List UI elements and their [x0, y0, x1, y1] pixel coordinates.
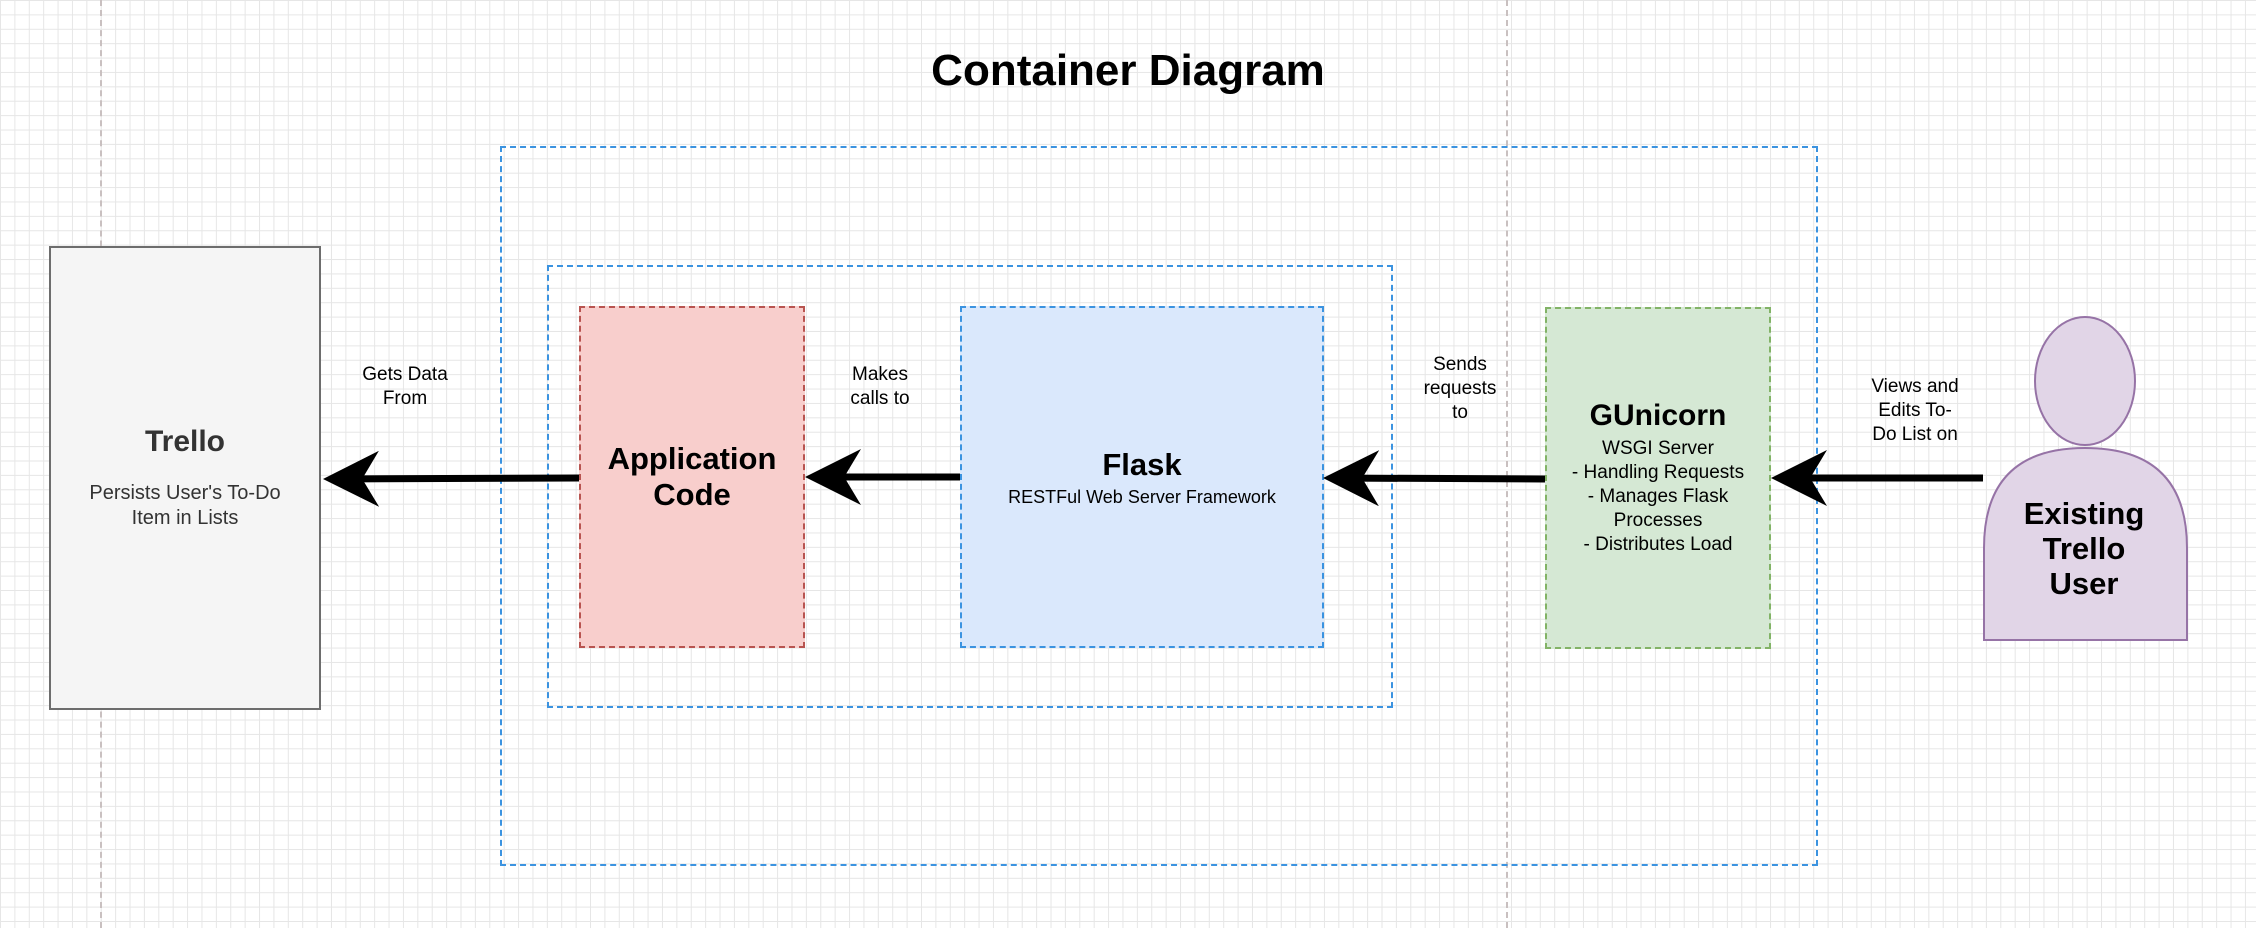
- application-code-container[interactable]: Application Code: [579, 306, 805, 648]
- gunicorn-description: WSGI Server - Handling Requests - Manage…: [1571, 438, 1745, 555]
- arrow-sends-requests-to[interactable]: [1323, 450, 1546, 507]
- label-gets-data-from: Gets Data From: [362, 364, 448, 409]
- application-code-name: Application Code: [607, 441, 777, 512]
- application-boundary[interactable]: [547, 265, 1393, 708]
- label-sends-requests-to: Sends requests to: [1423, 354, 1497, 423]
- user-name: Existing Trello User: [2023, 496, 2145, 601]
- system-boundary[interactable]: [500, 146, 1818, 866]
- trello-name: Trello: [144, 425, 226, 458]
- gunicorn-name: GUnicorn: [1589, 399, 1727, 432]
- arrow-gets-data-from[interactable]: [323, 450, 580, 507]
- label-views-and-edits: Views and Edits To- Do List on: [1871, 376, 1959, 445]
- user-person-shape[interactable]: [1983, 316, 2188, 641]
- flask-name: Flask: [1102, 446, 1182, 482]
- label-makes-calls-to: Makes calls to: [850, 364, 910, 409]
- page-guide-line: [1506, 0, 1508, 928]
- trello-description: Persists User's To-Do Item in Lists: [89, 482, 281, 529]
- flask-description: RESTFul Web Server Framework: [1008, 486, 1276, 507]
- trello-container[interactable]: Trello Persists User's To-Do Item in Lis…: [49, 246, 321, 710]
- flask-container[interactable]: Flask RESTFul Web Server Framework: [960, 306, 1324, 648]
- diagram-title: Container Diagram: [931, 46, 1325, 95]
- gunicorn-container[interactable]: GUnicorn WSGI Server - Handling Requests…: [1545, 307, 1771, 649]
